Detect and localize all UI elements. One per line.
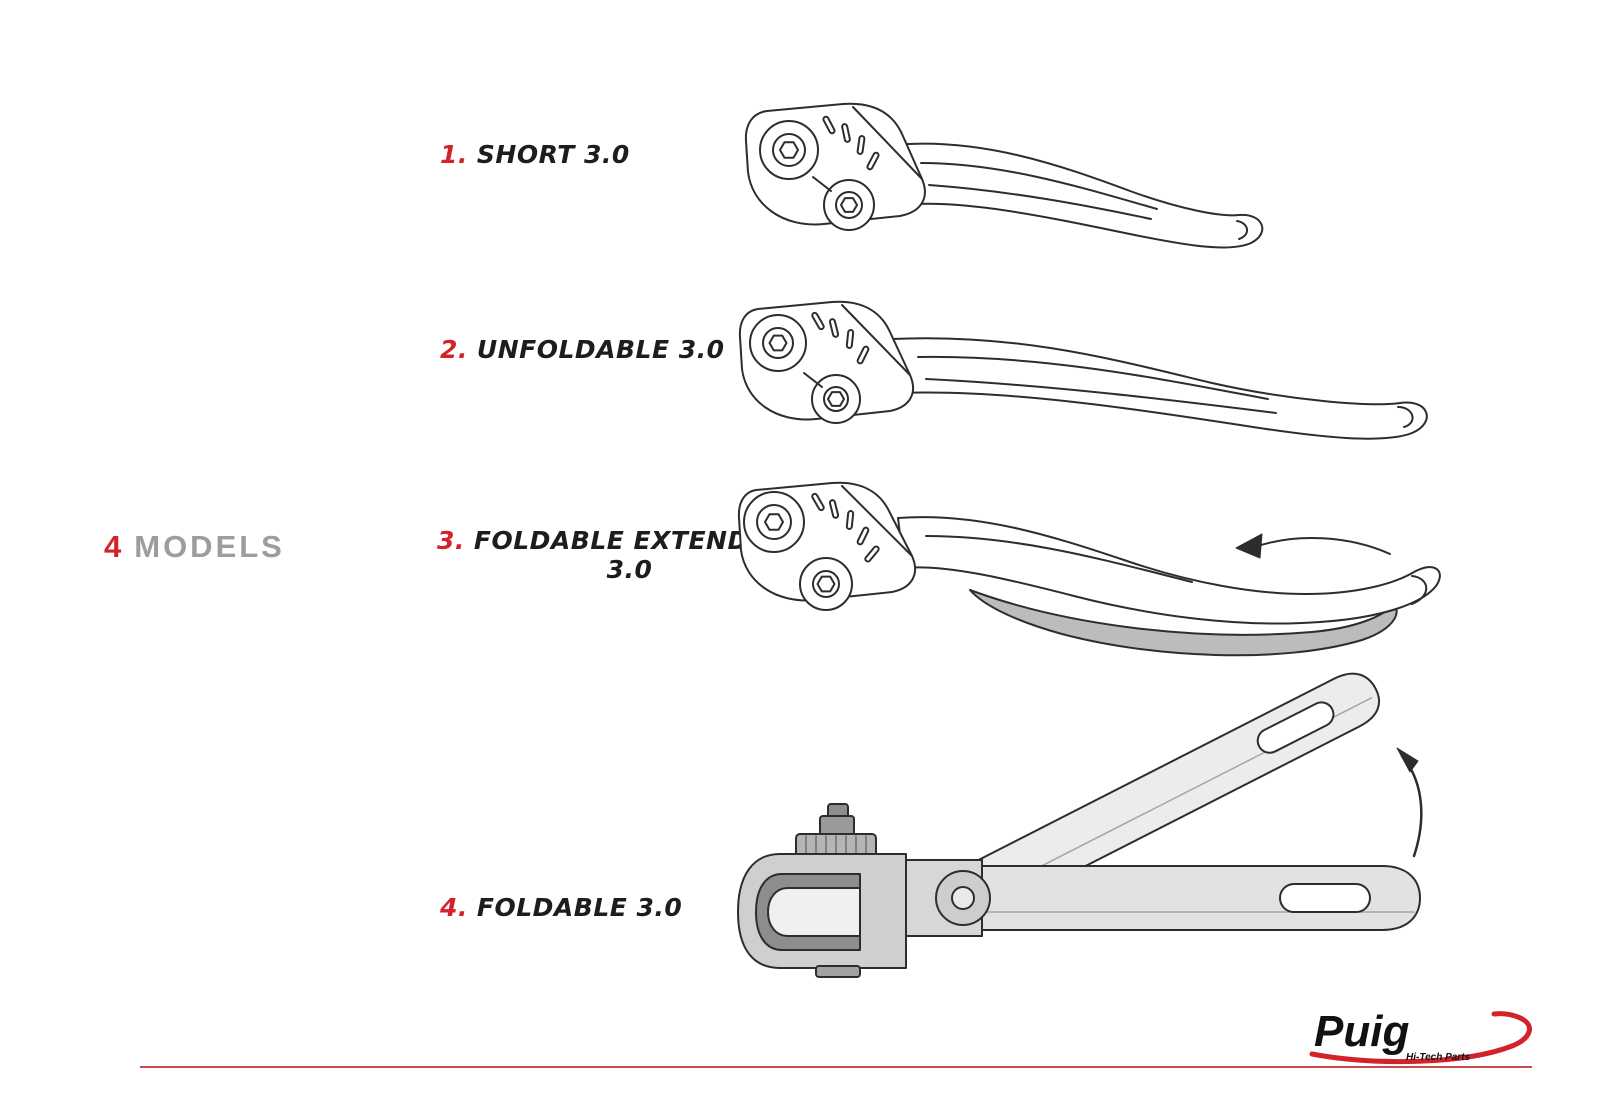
foldable-lever-drawing [737,672,1423,978]
pivot-hex-bolt-icon [768,334,788,352]
short-lever-drawing [744,102,1264,249]
label-foldable-extendable-number: 3. [437,526,465,555]
footer-divider [140,1066,1532,1068]
label-unfoldable-number: 2. [440,335,468,364]
logo-swoosh-icon [1309,1011,1532,1065]
fold-direction-up-arrow-icon [1396,747,1423,858]
label-short-3-0: 1. SHORT 3.0 [440,140,630,169]
adjuster-hex-bolt-icon [827,391,845,407]
unfoldable-lever-drawing [738,300,1428,440]
logo-tagline-text: Hi-Tech Parts [1406,1052,1471,1063]
label-foldable-number: 4. [440,893,468,922]
label-foldable-name: FOLDABLE 3.0 [476,893,683,922]
puig-logo: Puig Hi-Tech Parts [1309,1007,1532,1065]
label-foldable-extendable-line2: 3.0 [606,555,653,584]
foldable-extendable-lever-drawing [737,481,1441,657]
pivot-hex-bolt-icon [764,513,784,531]
adjuster-hex-bolt-icon [816,575,836,593]
label-short-name: SHORT 3.0 [476,140,630,169]
models-heading: 4 MODELS [104,529,285,565]
logo-brand-text: Puig [1314,1007,1409,1056]
pivot-hex-bolt-icon [779,141,799,159]
label-short-number: 1. [440,140,468,169]
models-word: MODELS [134,529,285,564]
models-count: 4 [104,529,122,564]
label-foldable-3-0: 4. FOLDABLE 3.0 [440,893,682,922]
extend-direction-left-arrow-icon [1235,533,1391,559]
adjuster-hex-bolt-icon [840,197,858,213]
label-unfoldable-name: UNFOLDABLE 3.0 [476,335,725,364]
label-unfoldable-3-0: 2. UNFOLDABLE 3.0 [440,335,725,364]
